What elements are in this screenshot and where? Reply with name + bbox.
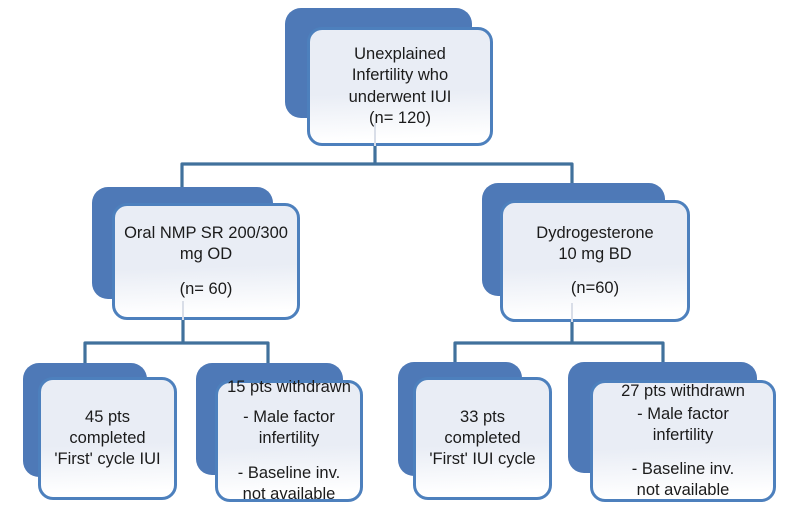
node-reason-1: - Male factor infertility bbox=[637, 404, 729, 444]
node-reason-2: - Baseline inv. not available bbox=[631, 460, 735, 500]
node-text: 27 pts withdrawn bbox=[621, 381, 745, 400]
node-reason-1: - Male factor infertility bbox=[243, 408, 335, 448]
node-subtext: (n= 60) bbox=[179, 279, 233, 298]
node-text: 15 pts withdrawn bbox=[227, 378, 351, 397]
front-panel: 45 pts completed 'First' cycle IUI bbox=[38, 377, 177, 500]
node-text: Dydrogesterone 10 mg BD bbox=[536, 223, 654, 263]
connector-tail bbox=[182, 301, 184, 320]
connector-tail bbox=[571, 303, 573, 322]
node-subtext: (n=60) bbox=[570, 279, 620, 298]
node-text: Unexplained Infertility who underwent IU… bbox=[348, 45, 452, 127]
front-panel: 33 pts completed 'First' IUI cycle bbox=[413, 377, 552, 500]
connector-tail bbox=[374, 123, 376, 146]
front-panel: Oral NMP SR 200/300 mg OD (n= 60) bbox=[112, 203, 300, 320]
front-panel: 15 pts withdrawn - Male factor infertili… bbox=[215, 378, 363, 503]
front-panel: Dydrogesterone 10 mg BD (n=60) bbox=[500, 200, 690, 322]
front-panel: 27 pts withdrawn - Male factor infertili… bbox=[590, 380, 776, 502]
node-text: 33 pts completed 'First' IUI cycle bbox=[429, 407, 536, 469]
node-text: Oral NMP SR 200/300 mg OD bbox=[124, 224, 288, 264]
front-panel: Unexplained Infertility who underwent IU… bbox=[307, 27, 493, 146]
node-text: 45 pts completed 'First' cycle IUI bbox=[54, 407, 161, 469]
node-reason-2: - Baseline inv. not available bbox=[237, 463, 341, 503]
